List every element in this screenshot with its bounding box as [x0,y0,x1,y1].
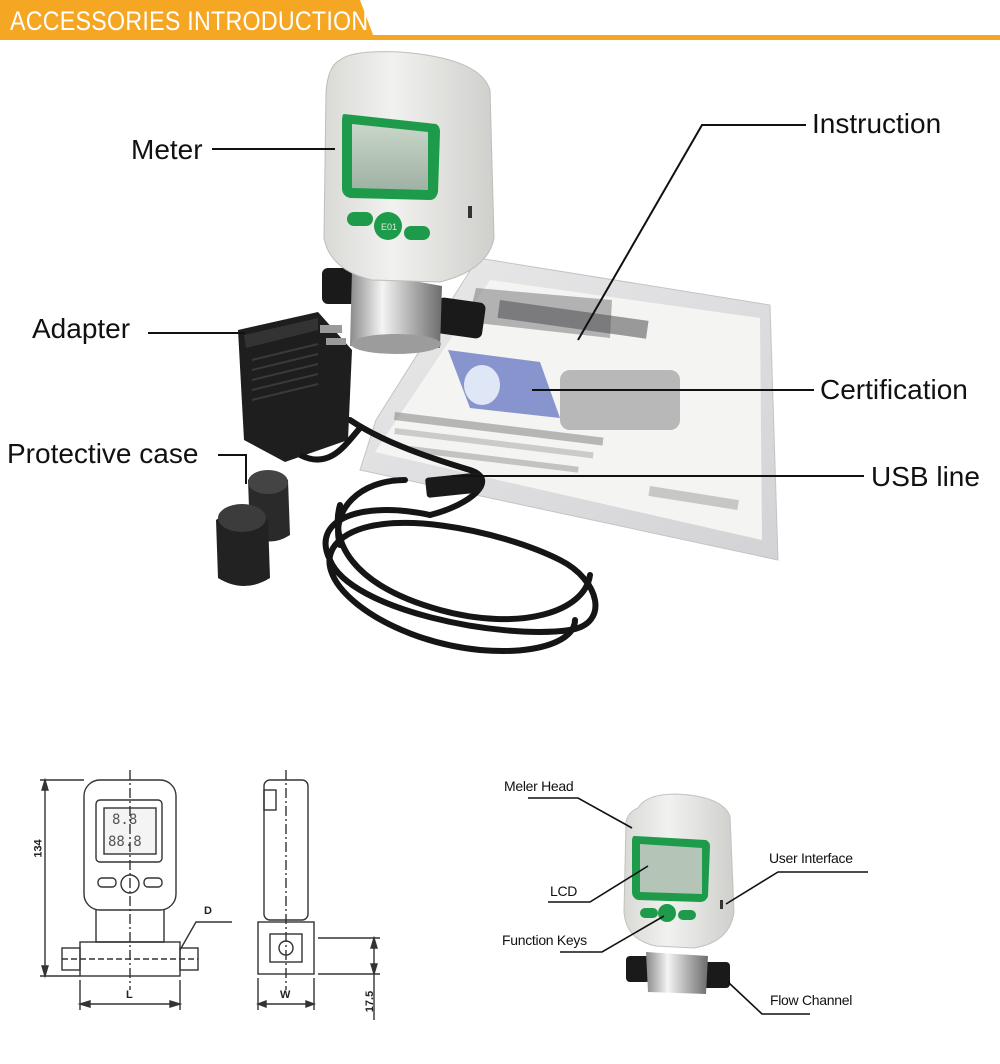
lcd-leader [548,865,649,903]
meter-device: E01 [322,51,495,354]
svg-text:88.8: 88.8 [108,834,142,850]
label-function-keys: Function Keys [502,932,587,948]
label-usb-line: USB line [871,461,980,492]
protective-caps [216,470,290,586]
svg-text:8.8: 8.8 [112,812,137,828]
dim-d: D [204,905,212,917]
dim-bottom: 17.5 [364,990,377,1013]
label-meter-head: Meler Head [504,778,574,794]
meter-head-leader [528,797,633,829]
dim-height: 134 [32,839,45,858]
page-title: ACCESSORIES INTRODUCTION [10,6,369,36]
accessories-photo: E01 [148,51,864,654]
label-certification: Certification [820,374,968,405]
header-bar: ACCESSORIES INTRODUCTION [0,0,1000,44]
protective-case-leader [218,454,247,484]
instruction-leader [577,124,806,341]
part-diagram-meter [623,793,735,994]
flow-channel-leader [727,981,810,1015]
dimension-drawing: 8.8 88.8 [40,770,380,1020]
function-keys-leader [560,915,665,953]
dim-w: W [280,989,291,1001]
label-instruction: Instruction [812,108,942,139]
header-underline [0,35,1000,40]
user-interface-leader [725,871,868,905]
svg-text:E01: E01 [381,222,397,232]
label-lcd: LCD [550,883,578,899]
label-adapter: Adapter [32,313,131,344]
part-diagram [528,793,868,1015]
dim-l: L [126,989,133,1001]
label-user-interface: User Interface [769,850,853,866]
usb-plug [425,472,482,498]
label-flow-channel: Flow Channel [770,992,852,1008]
usb-cable [322,417,599,654]
header-tab [0,0,375,40]
label-protective-case: Protective case [7,438,199,469]
power-adapter [238,312,363,463]
label-meter: Meter [131,134,203,165]
